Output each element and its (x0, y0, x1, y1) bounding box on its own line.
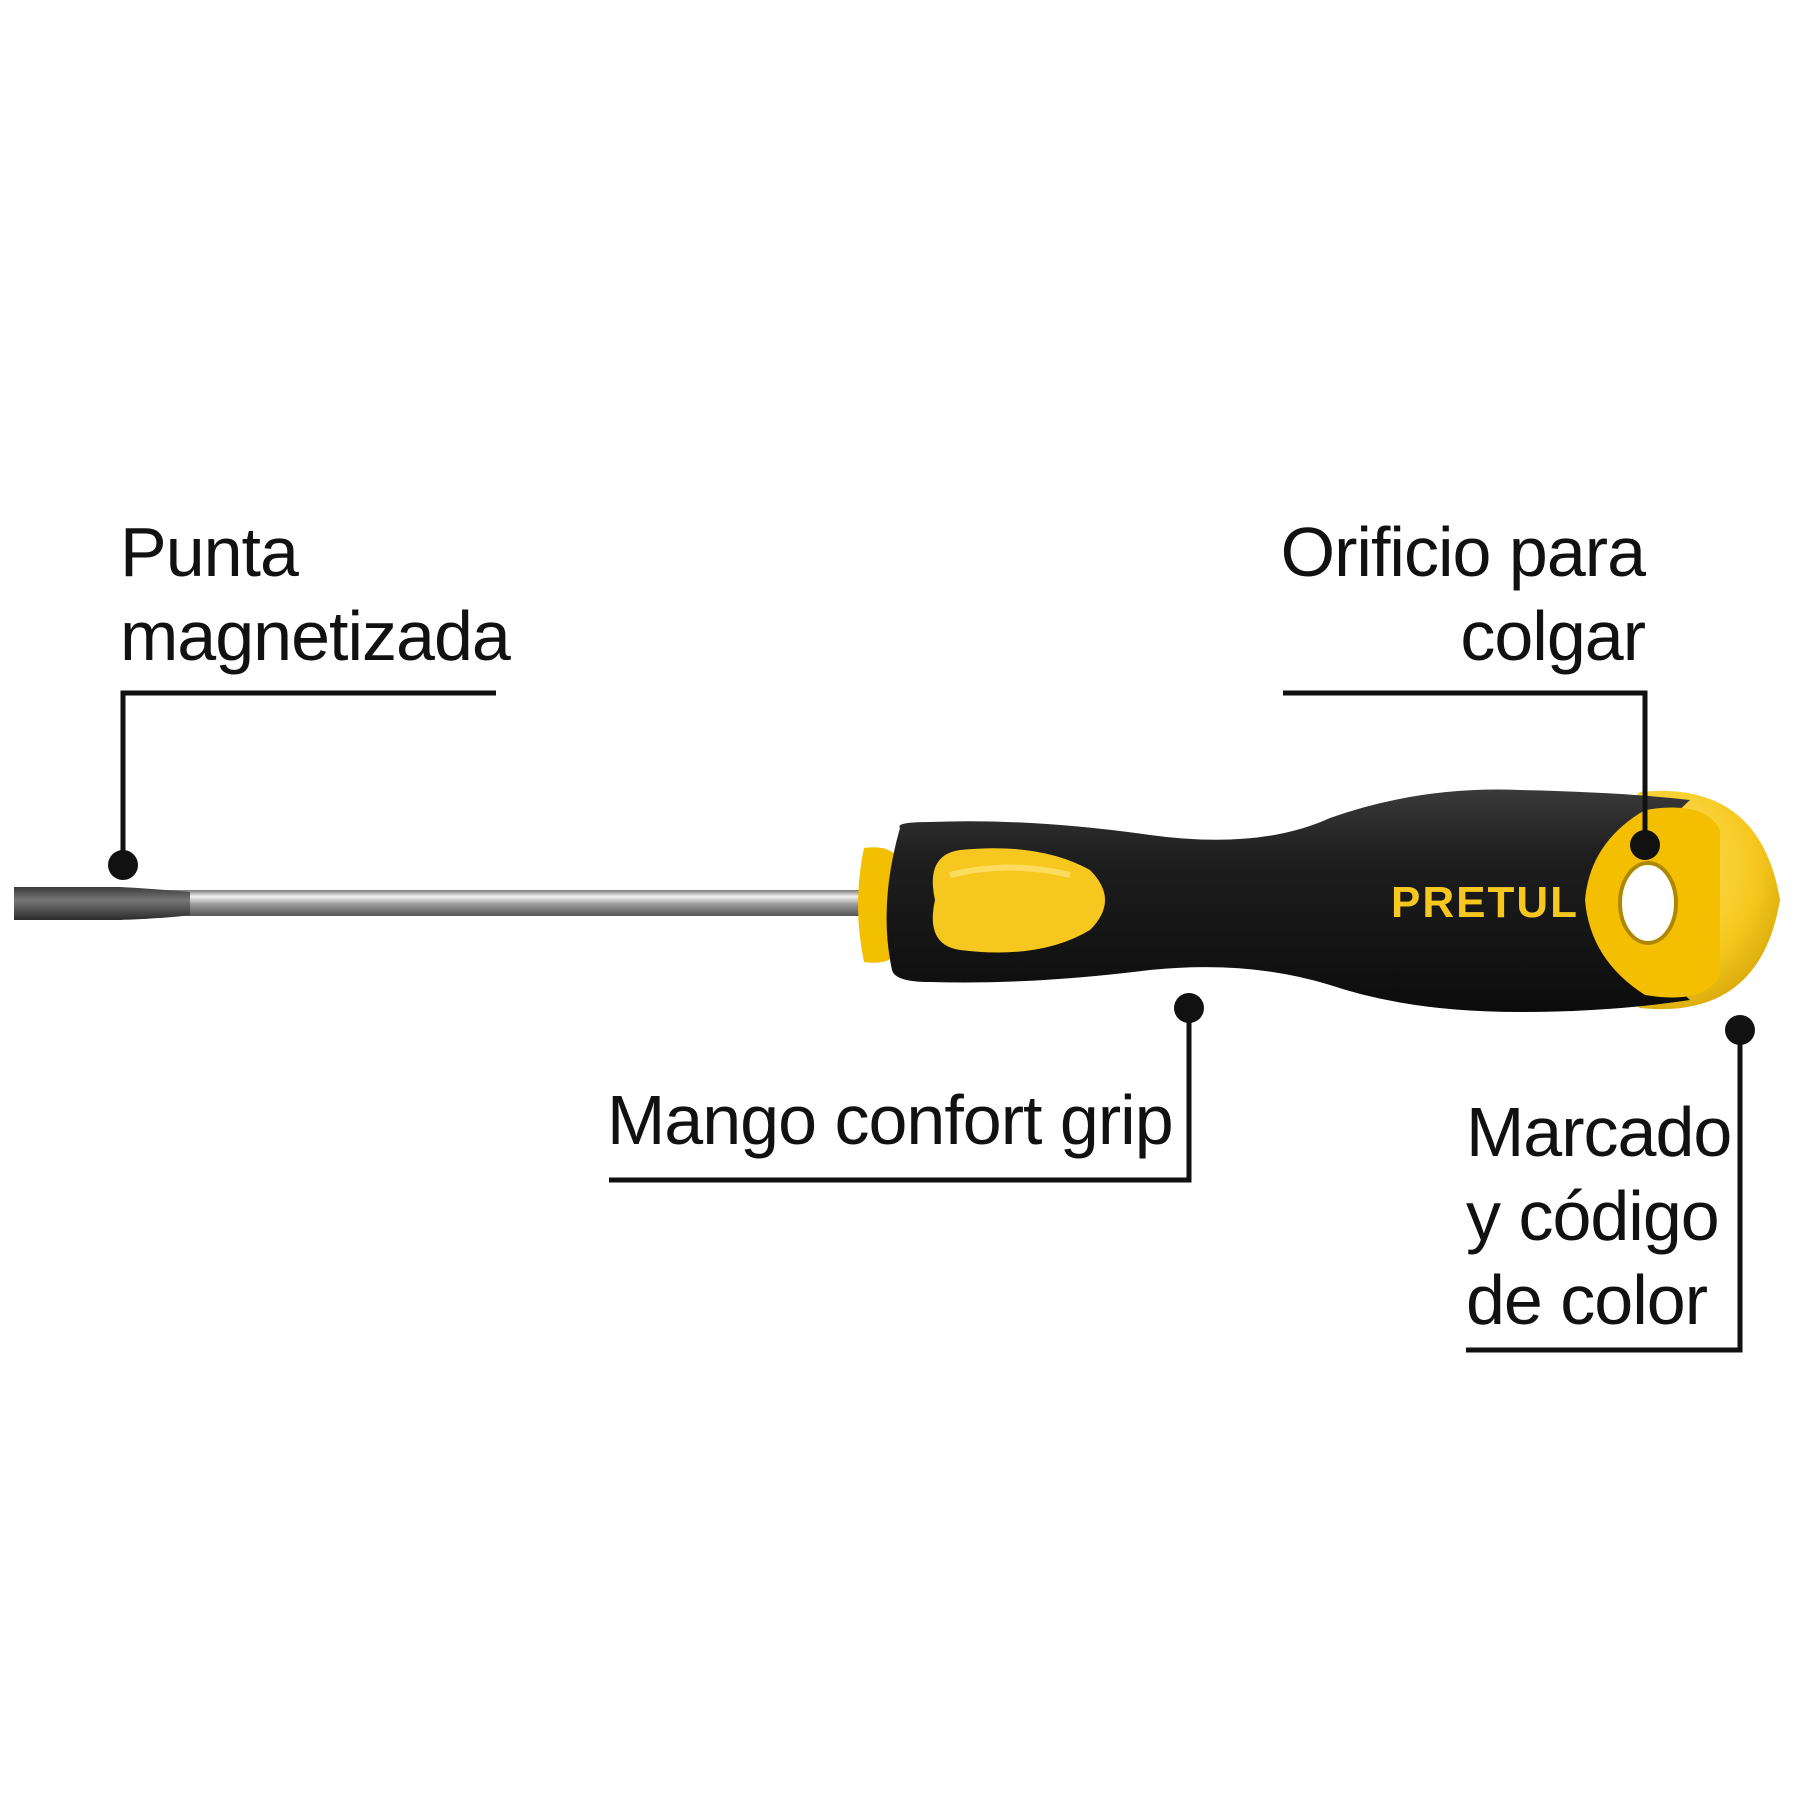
callout-label-hole-line1: Orificio para (1280, 513, 1646, 591)
callout-label-marking-line1: Marcado (1466, 1093, 1732, 1171)
hanging-hole (1618, 861, 1678, 945)
callout-label-hole-line2: colgar (1460, 597, 1646, 675)
callout-label-marking: Marcado y código de color (1466, 1090, 1732, 1342)
callout-label-grip: Mango confort grip (607, 1078, 1174, 1162)
callout-dot-grip (1174, 993, 1204, 1023)
callout-dot-marking (1725, 1015, 1755, 1045)
callout-dot-tip (108, 850, 138, 880)
callout-line-marking (1466, 1030, 1743, 1353)
callout-label-tip-line2: magnetizada (120, 597, 511, 675)
callout-line-grip (609, 1008, 1192, 1183)
brand-logo: PRETUL (1391, 878, 1579, 927)
handle-body (886, 789, 1690, 1012)
flat-tip (14, 887, 190, 920)
callout-label-marking-line3: de color (1466, 1261, 1708, 1339)
grip-pad-highlight (949, 864, 1071, 878)
screwdriver-shaft (80, 890, 870, 916)
callout-label-grip-line1: Mango confort grip (607, 1081, 1174, 1159)
callout-label-marking-line2: y código (1466, 1177, 1720, 1255)
callout-label-tip-line1: Punta (120, 513, 299, 591)
callout-line-hole (1283, 690, 1648, 845)
callout-label-hole: Orificio para colgar (1280, 510, 1646, 678)
callout-label-tip: Punta magnetizada (120, 510, 511, 678)
callout-dot-hole (1630, 830, 1660, 860)
callout-line-tip (120, 690, 496, 865)
